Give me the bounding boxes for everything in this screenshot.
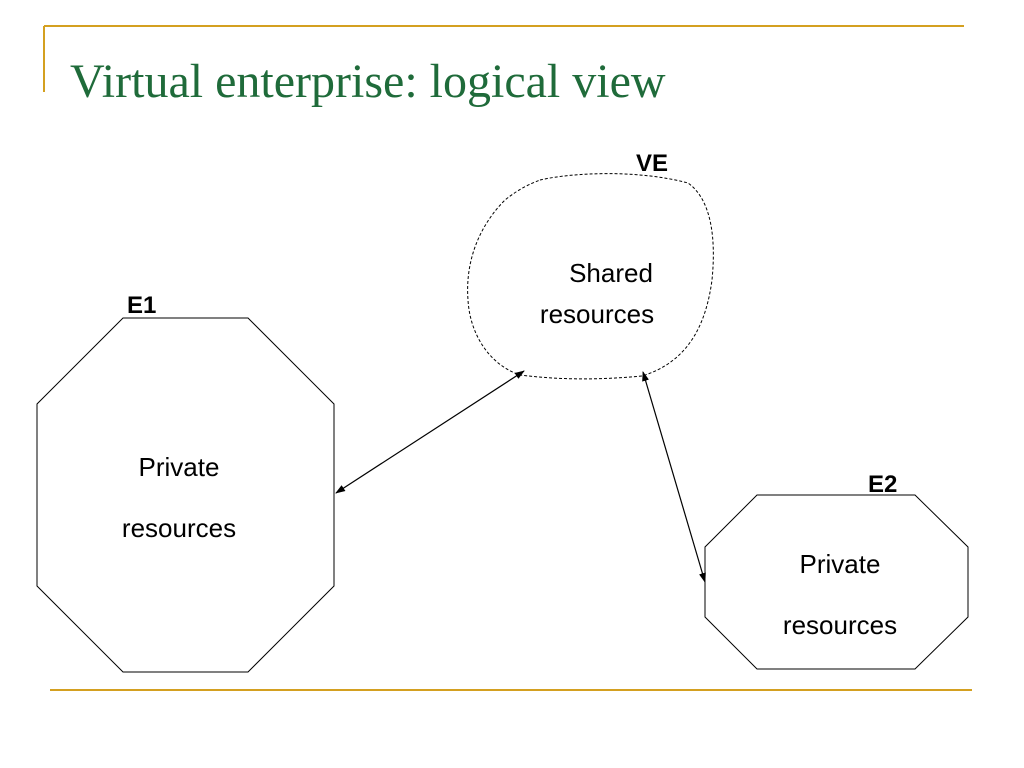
ve-shared-blob [467, 173, 714, 380]
e1-text-line1: Private [139, 452, 220, 482]
e1-text-line2: resources [122, 513, 236, 543]
ve-text-line1: Shared [569, 258, 653, 288]
e2-text-line1: Private [800, 549, 881, 579]
e1-label: E1 [127, 292, 156, 319]
e2-octagon [704, 494, 969, 670]
connector-ve-e2 [642, 371, 706, 583]
e2-text-line2: resources [783, 610, 897, 640]
e2-label: E2 [868, 471, 897, 498]
slide-title: Virtual enterprise: logical view [70, 55, 666, 108]
ve-label: VE [636, 150, 668, 177]
connector-e1-ve [335, 370, 525, 494]
e1-octagon [36, 317, 335, 673]
ve-text-line2: resources [540, 299, 654, 329]
